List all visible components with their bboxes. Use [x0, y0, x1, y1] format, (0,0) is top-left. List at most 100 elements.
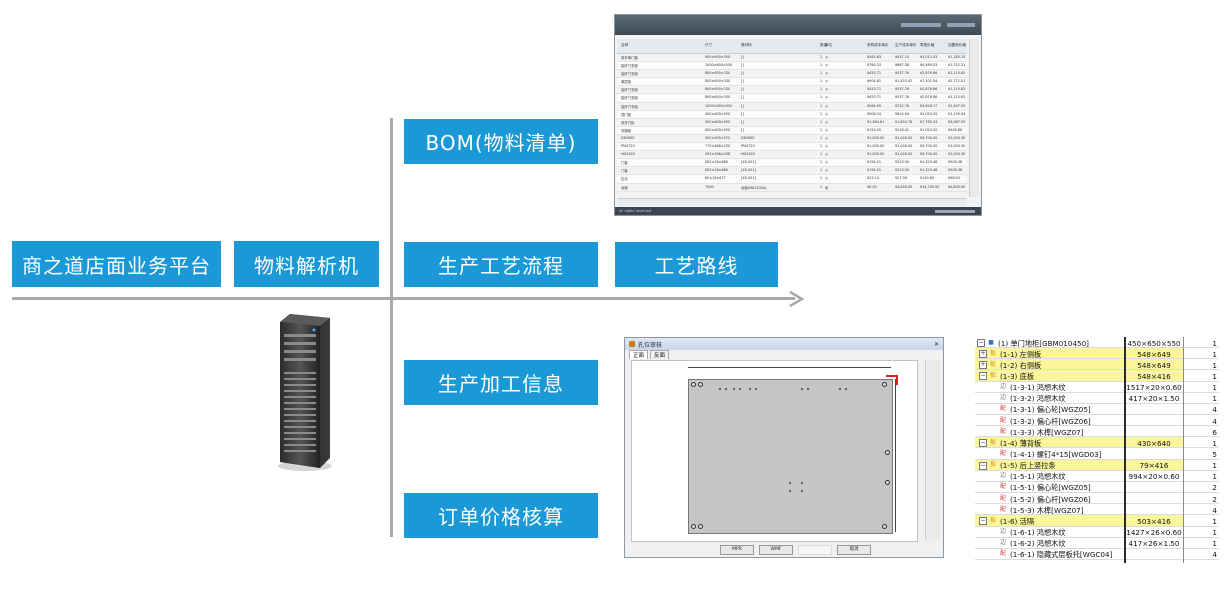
wmf-button[interactable]: WMF — [759, 545, 793, 555]
bom-cell: ¥223.00 — [895, 168, 910, 173]
tree-row[interactable]: 配(1-5-1) 偏心轮[WGZ05] 2 — [975, 482, 1219, 494]
bom-cell: [] — [741, 71, 744, 76]
tree-row[interactable]: 配(1-6-1) 隐藏式层板托[WGC04]4 — [975, 549, 1219, 560]
tree-row[interactable]: 配(1-5-3) 木榫[WGZ07]4 — [975, 504, 1219, 516]
bom-cell: [] — [741, 111, 744, 116]
bom-cell: 595×596×438 — [705, 152, 731, 157]
tree-row[interactable]: 配(1-5-2) 偏心杆[WGZ06]2 — [975, 493, 1219, 505]
tree-row[interactable]: 配(1-3-2) 偏心杆[WGZ06]4 — [975, 415, 1219, 427]
bom-cell: ¥508.38 — [948, 160, 963, 165]
tree-size-cell: 548×649 — [1125, 359, 1183, 370]
tree-column-divider-2 — [1183, 337, 1184, 563]
bom-cell: ¥4,830.00 — [895, 184, 913, 189]
bom-cell: 台面(M61202A) — [741, 185, 767, 190]
close-icon[interactable]: ✕ — [933, 340, 939, 348]
bom-cell: 个 — [825, 56, 829, 60]
hardware-icon: 配 — [999, 450, 1006, 457]
bom-cell: ¥1,000.00 — [867, 135, 885, 140]
bom-cell: ¥56.03 — [948, 176, 960, 181]
tree-size-cell: 503×416 — [1125, 515, 1183, 526]
tree-name-cell: 边(1-6-1) 鸿想木纹 — [975, 527, 1124, 537]
tree-row[interactable]: 配(1-4-1) 螺钉4*15[WGD03]5 — [975, 449, 1219, 460]
bom-cell: ¥1,000.30 — [948, 135, 966, 140]
expand-toggle-icon[interactable]: − — [979, 517, 987, 526]
tree-row[interactable]: 配(1-3-1) 偏心轮[WGZ05]4 — [975, 404, 1219, 416]
bom-cell: ¥2,876.86 — [920, 87, 938, 92]
tab-back[interactable]: 反面 — [650, 350, 670, 359]
tree-name-cell: +板(1-1) 左侧板 — [975, 348, 1124, 359]
bom-cell: ¥1,024.32 — [920, 127, 938, 132]
bom-vertical-scrollbar[interactable] — [969, 39, 979, 197]
tree-item-label: (1-5-1) 鸿想木纹 — [1010, 472, 1066, 482]
bom-cell: 900×600×550 — [705, 55, 731, 59]
expand-toggle-icon[interactable]: + — [979, 361, 987, 370]
bom-cell: [XS-001] — [741, 160, 756, 165]
blank-button[interactable] — [798, 545, 832, 555]
bom-cell: ¥537.76 — [895, 71, 910, 76]
bom-cell: 抽开门衣柜 — [621, 88, 638, 93]
expand-toggle-icon[interactable]: − — [979, 461, 987, 470]
cancel-button[interactable]: 取消 — [837, 545, 871, 555]
tree-qty-cell: 1 — [1184, 359, 1219, 370]
tree-item-label: (1-6) 活隔 — [1000, 516, 1035, 526]
expand-toggle-icon[interactable]: + — [979, 350, 987, 359]
tree-qty-cell: 2 — [1184, 482, 1219, 492]
tree-row[interactable]: 配(1-3-3) 木榫[WGZ07]6 — [975, 426, 1219, 438]
bom-cell: 602×18×680 — [705, 160, 728, 165]
bom-cell: ¥3,087.99 — [948, 119, 966, 124]
panel-icon: 板 — [989, 438, 996, 446]
tree-qty-cell: 1 — [1184, 337, 1219, 348]
expand-toggle-icon[interactable]: − — [979, 372, 987, 381]
bom-cell: 个 — [825, 72, 829, 77]
bom-status-bar: All rights reserved — [615, 207, 981, 215]
bom-horizontal-scrollbar[interactable] — [617, 198, 967, 205]
expand-toggle-icon[interactable]: − — [979, 439, 987, 448]
tree-qty-cell: 4 — [1184, 415, 1219, 426]
bom-box: BOM(物料清单) — [404, 119, 598, 164]
hardware-icon: 配 — [999, 416, 1006, 424]
mpr-button[interactable]: MPR — [720, 545, 754, 555]
bom-cell: 拉手 — [621, 177, 628, 182]
tree-size-value: 548×649 — [1137, 349, 1171, 359]
bom-cell: ¥1,190.94 — [948, 111, 966, 116]
bom-cell: 抽开门衣柜 — [621, 72, 638, 77]
expand-toggle-icon[interactable]: − — [977, 339, 985, 347]
tab-front[interactable]: 正面 — [629, 350, 649, 359]
bom-cell: 800×600×330 — [705, 79, 731, 84]
bom-cell: ¥3,700.00 — [920, 135, 938, 140]
tree-name-cell: 配(1-5-1) 偏心轮[WGZ05] — [975, 482, 1124, 492]
bom-cell: 衣服柜 — [621, 128, 632, 133]
bom-status-text: All rights reserved — [619, 209, 651, 213]
bom-cell: ¥1,115.62 — [948, 71, 966, 76]
tree-size-value: 1517×20×0.60 — [1126, 383, 1182, 393]
